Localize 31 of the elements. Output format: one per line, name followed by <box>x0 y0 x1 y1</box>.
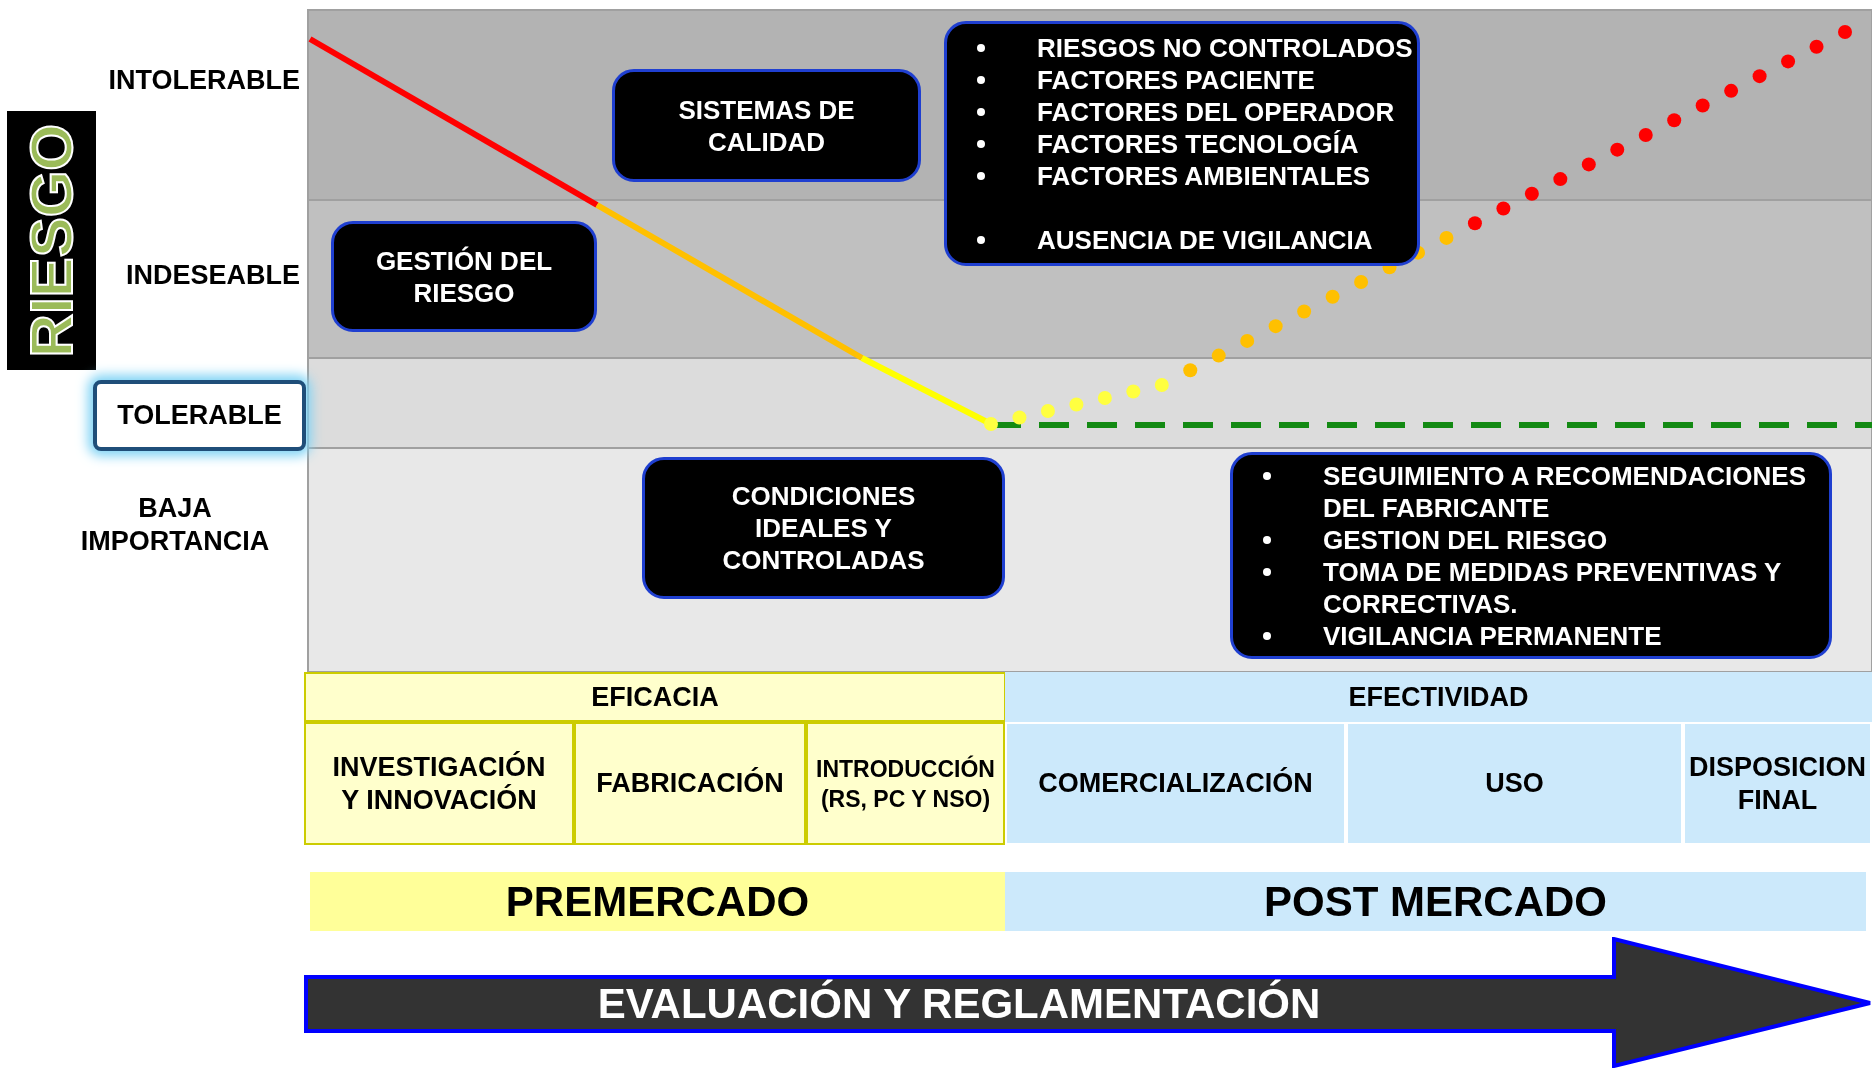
risk-level-box: TOLERABLE <box>93 380 306 451</box>
process-box: SISTEMAS DE CALIDAD <box>612 69 921 182</box>
bullet-text: RIESGOS NO CONTROLADOS <box>1037 32 1413 63</box>
bullet-list-box <box>1230 452 1832 659</box>
bullet-text: TOMA DE MEDIDAS PREVENTIVAS Y CORRECTIVAS. <box>1323 556 1781 619</box>
bullet-text: VIGILANCIA PERMANENTE <box>1323 620 1662 651</box>
table-cell: USO <box>1346 722 1683 845</box>
table-cell: INTRODUCCIÓN (RS, PC Y NSO) <box>806 722 1005 845</box>
bullet-text: FACTORES DEL OPERADOR <box>1037 96 1395 127</box>
bullet-list-box <box>944 21 1420 266</box>
risk-level-label: INDESEABLE <box>124 258 300 292</box>
process-box: GESTIÓN DEL RIESGO <box>331 221 597 332</box>
bullet-text: FACTORES TECNOLOGÍA <box>1037 128 1359 159</box>
table-cell: COMERCIALIZACIÓN <box>1005 722 1346 845</box>
table-cell: DISPOSICION FINAL <box>1683 722 1872 845</box>
phase-bar: PREMERCADO <box>310 872 1005 931</box>
risk-level-label: BAJA IMPORTANCIA <box>79 492 271 558</box>
process-box: CONDICIONES IDEALES Y CONTROLADAS <box>642 457 1005 599</box>
phase-bar: POST MERCADO <box>1005 872 1866 931</box>
table-cell: INVESTIGACIÓN Y INNOVACIÓN <box>304 722 574 845</box>
bullet-text: FACTORES AMBIENTALES <box>1037 160 1371 191</box>
bullet-text: SEGUIMIENTO A RECOMENDACIONES DEL FABRICANTE <box>1323 460 1806 523</box>
bullet-text: GESTION DEL RIESGO <box>1323 524 1608 555</box>
column-header: EFECTIVIDAD <box>1005 672 1872 722</box>
timeline-arrow: EVALUACIÓN Y REGLAMENTACIÓN <box>304 937 1872 1068</box>
table-cell: FABRICACIÓN <box>574 722 806 845</box>
risk-level-label: INTOLERABLE <box>107 63 300 97</box>
axis-title: RIESGO <box>7 111 96 370</box>
bullet-text: FACTORES PACIENTE <box>1037 64 1315 95</box>
column-header: EFICACIA <box>304 672 1006 722</box>
bullet-text: AUSENCIA DE VIGILANCIA <box>1037 224 1373 255</box>
